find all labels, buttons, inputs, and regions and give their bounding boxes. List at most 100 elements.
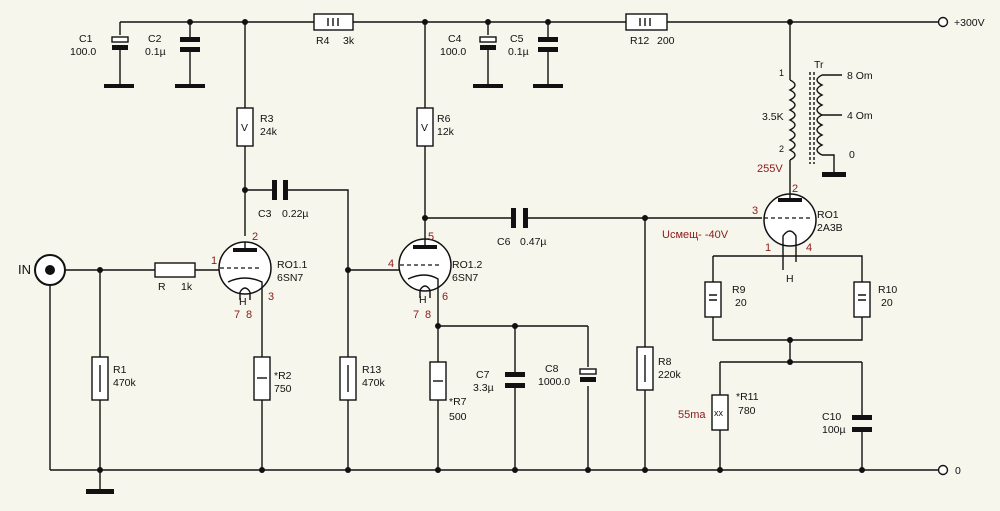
r8-label: R8 xyxy=(658,356,672,368)
tr-tap-8: 8 Om xyxy=(847,70,873,82)
r3-label: R3 xyxy=(260,113,274,125)
capacitor-c7 xyxy=(505,372,525,388)
v2-pin-cathode: 6 xyxy=(442,291,448,303)
capacitor-c2 xyxy=(180,37,200,52)
v2-pin-grid: 4 xyxy=(388,258,394,270)
v1-h-label: H xyxy=(239,296,247,308)
r11-label: *R11 xyxy=(736,391,759,403)
c6-label: C6 xyxy=(497,236,511,248)
r6-value: 12k xyxy=(437,126,455,138)
c10-label: C10 xyxy=(822,411,841,423)
resistor-r6-variable: V xyxy=(416,107,434,147)
junctions xyxy=(97,19,865,473)
capacitor-c8 xyxy=(579,368,597,382)
v1-type: 6SN7 xyxy=(277,272,303,284)
r13-value: 470k xyxy=(362,377,386,389)
c1-label: C1 xyxy=(79,33,93,45)
tr-pin-2: 2 xyxy=(779,144,784,154)
capacitor-c5 xyxy=(538,37,558,52)
c8-label: C8 xyxy=(545,363,559,375)
v3-pin-f1: 1 xyxy=(765,242,771,254)
r9-label: R9 xyxy=(732,284,746,296)
bias-voltage-note: Uсмещ- -40V xyxy=(662,229,729,241)
v3-type: 2A3B xyxy=(817,222,843,234)
resistor-r9 xyxy=(704,281,722,318)
r7-label: *R7 xyxy=(449,396,467,408)
r-value: 1k xyxy=(181,281,193,293)
r2-label: *R2 xyxy=(274,370,292,382)
v1-pin-cathode: 3 xyxy=(268,291,274,303)
c10-value: 100µ xyxy=(822,424,846,436)
c4-value: 100.0 xyxy=(440,46,466,58)
v2-pin-plate: 5 xyxy=(428,231,434,243)
wires xyxy=(49,21,938,490)
capacitor-c1 xyxy=(111,36,129,50)
r1-label: R1 xyxy=(113,364,127,376)
resistor-r1 xyxy=(91,356,109,401)
input-jack-icon xyxy=(34,254,66,286)
v3-h-label: H xyxy=(786,273,794,285)
v2-pin-h2: 8 xyxy=(425,309,431,321)
cathode-current-note: 55ma xyxy=(678,409,706,421)
r9-value: 20 xyxy=(735,297,747,309)
v3-pin-f2: 4 xyxy=(806,242,812,254)
c7-value: 3.3µ xyxy=(473,382,494,394)
r1-value: 470k xyxy=(113,377,137,389)
tr-pin-1: 1 xyxy=(779,68,784,78)
resistor-r10 xyxy=(853,281,871,318)
tube-ro1-1 xyxy=(218,241,272,300)
plate-voltage-note: 255V xyxy=(757,163,783,175)
r2-value: 750 xyxy=(274,383,292,395)
tr-label: Tr xyxy=(814,59,824,71)
ground-symbols xyxy=(86,84,846,494)
r12-label: R12 xyxy=(630,35,649,47)
v3-pin-plate: 2 xyxy=(792,183,798,195)
output-transformer-icon xyxy=(788,72,824,164)
v1-pin-grid: 1 xyxy=(211,255,217,267)
r3-value: 24k xyxy=(260,126,278,138)
v2-pin-h1: 7 xyxy=(413,309,419,321)
v1-pin-h2: 8 xyxy=(246,309,252,321)
ground-terminal-label: 0 xyxy=(955,465,961,477)
v1-pin-h1: 7 xyxy=(234,309,240,321)
r12-value: 200 xyxy=(657,35,675,47)
c3-value: 0.22µ xyxy=(282,208,309,220)
r8-value: 220k xyxy=(658,369,682,381)
r6-label: R6 xyxy=(437,113,451,125)
c7-label: C7 xyxy=(476,369,490,381)
tr-tap-0: 0 xyxy=(849,149,855,161)
c1-value: 100.0 xyxy=(70,46,96,58)
resistor-r3-variable: V xyxy=(236,107,254,147)
c8-value: 1000.0 xyxy=(538,376,570,388)
tr-primary: 3.5K xyxy=(762,111,784,123)
tr-tap-4: 4 Om xyxy=(847,110,873,122)
input-label: IN xyxy=(18,262,31,277)
c5-value: 0.1µ xyxy=(508,46,529,58)
resistor-r4 xyxy=(313,13,354,31)
v3-name: RO1 xyxy=(817,209,839,221)
tube-ro1-2 xyxy=(398,238,452,298)
c2-label: C2 xyxy=(148,33,162,45)
v1-pin-plate: 2 xyxy=(252,231,258,243)
c5-label: C5 xyxy=(510,33,524,45)
r10-label: R10 xyxy=(878,284,897,296)
tube-ro1-2a3b xyxy=(763,180,817,250)
v3-pin-grid: 3 xyxy=(752,205,758,217)
c3-label: C3 xyxy=(258,208,272,220)
v2-name: RO1.2 xyxy=(452,259,483,271)
r10-value: 20 xyxy=(881,297,893,309)
r11-value: 780 xyxy=(738,405,756,417)
r3-variable-mark: V xyxy=(241,122,248,134)
capacitor-c6 xyxy=(511,208,528,228)
r4-label: R4 xyxy=(316,35,330,47)
plus-terminal xyxy=(937,16,949,28)
r-label: R xyxy=(158,281,166,293)
resistor-r11-wirewound: xx xyxy=(711,394,729,431)
c4-label: C4 xyxy=(448,33,462,45)
r6-variable-mark: V xyxy=(421,122,428,134)
r7-value: 500 xyxy=(449,411,467,423)
r11-wirewound-mark: xx xyxy=(714,408,724,418)
resistor-r13 xyxy=(339,356,357,401)
capacitor-c10 xyxy=(852,415,872,432)
